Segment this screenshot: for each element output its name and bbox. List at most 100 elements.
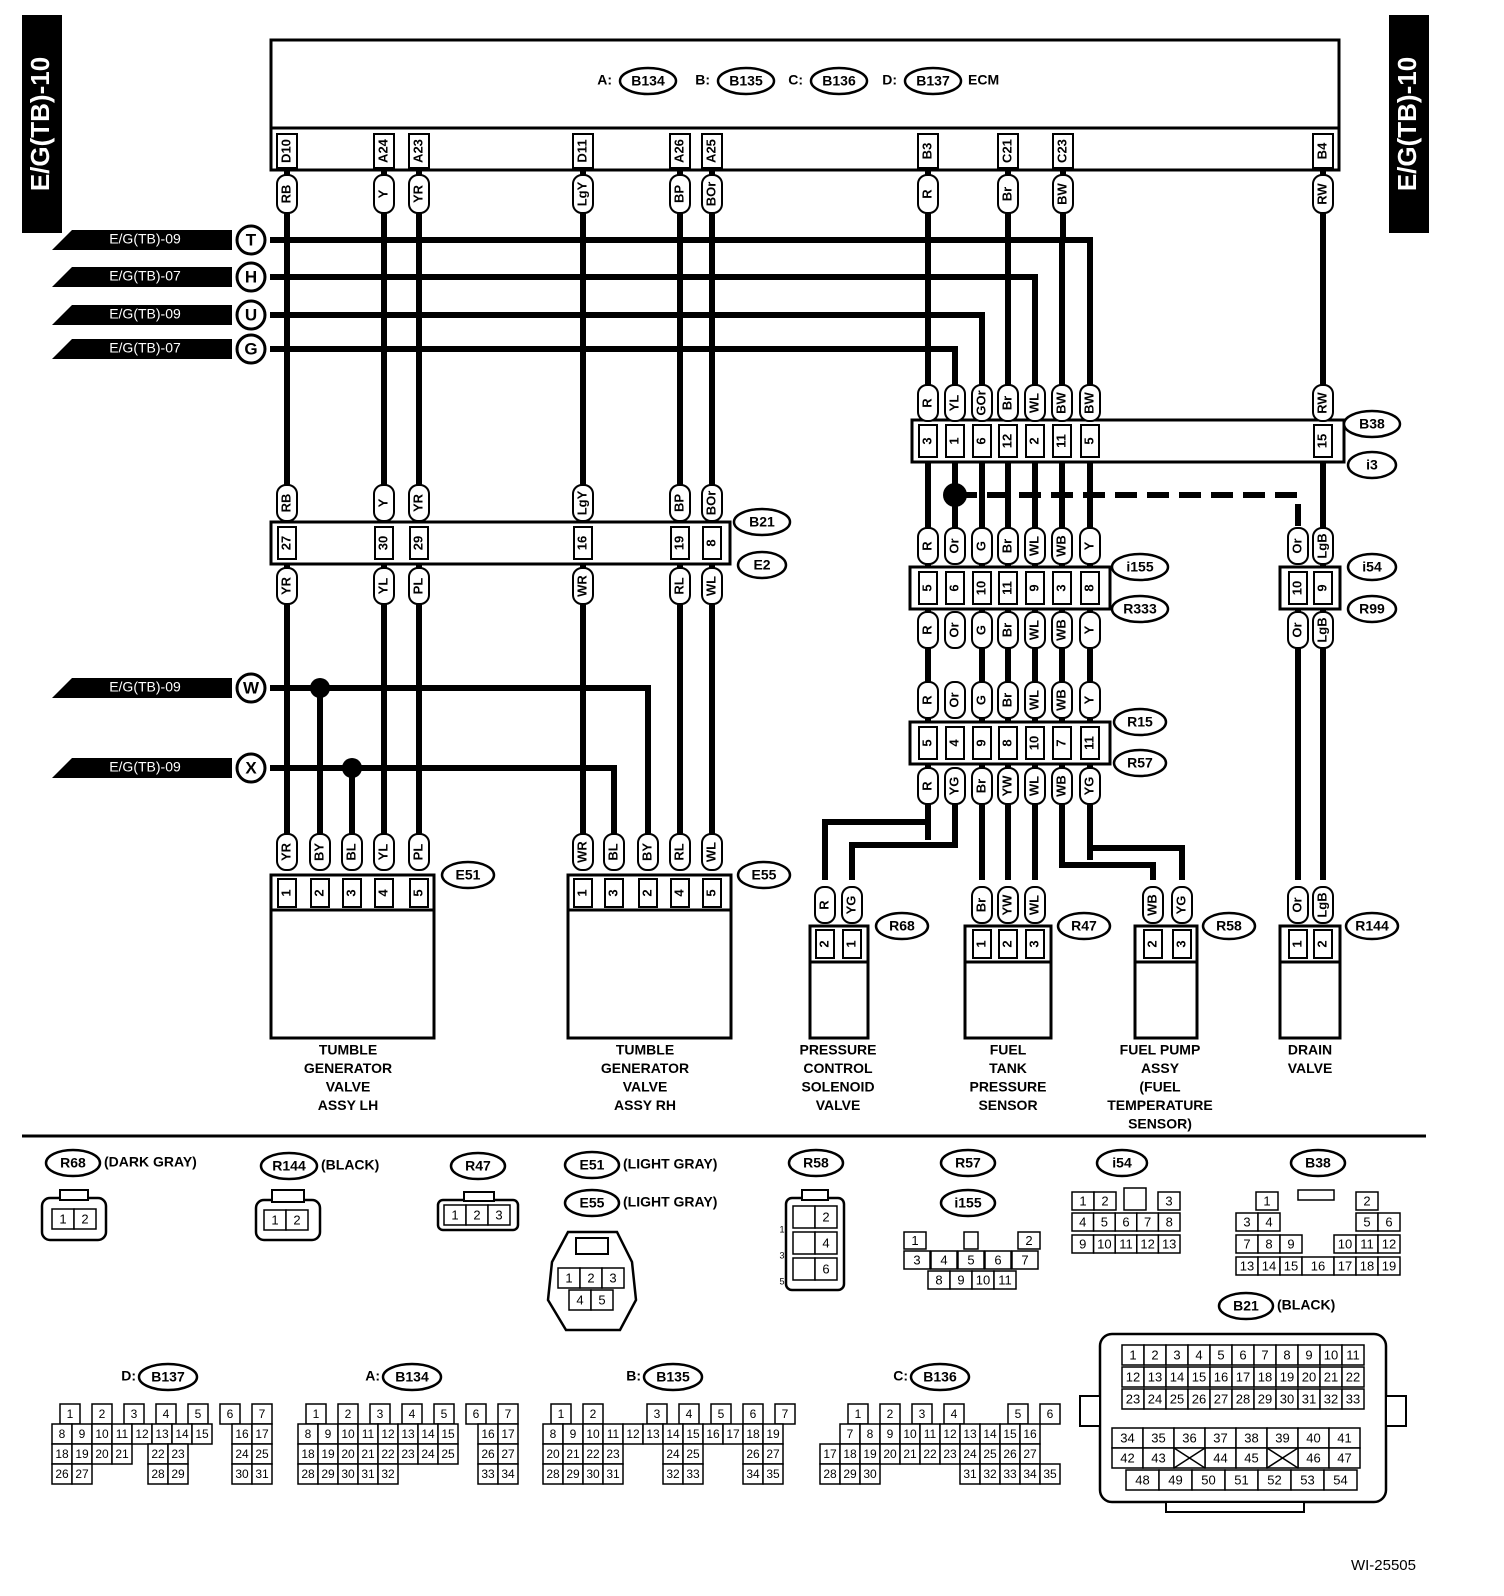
wire-color-text: BW xyxy=(1053,391,1068,413)
wire-color-tag: YL xyxy=(373,567,395,605)
wire-color-text: BP xyxy=(671,494,686,512)
tag-outline xyxy=(1312,527,1334,565)
ecm-connector-B134: B134 xyxy=(618,66,678,96)
ecm-pin-number: C23 xyxy=(1054,139,1069,163)
wire-color-text: Br xyxy=(999,396,1014,410)
ecm-label: ECM xyxy=(968,72,999,88)
reference-circle xyxy=(235,299,267,331)
ecm-connector-B136: B136 xyxy=(809,66,869,96)
wire-color-text: YR xyxy=(410,493,425,512)
pin-cell-number: 28 xyxy=(301,1467,315,1481)
ecm-pin-box xyxy=(701,133,723,169)
connector-id-text: R47 xyxy=(1071,918,1097,934)
wire-color-tag: YR xyxy=(408,174,430,214)
pin-cell-number: 21 xyxy=(361,1447,375,1461)
tag-outline xyxy=(997,681,1019,719)
pin-cell-number: 6 xyxy=(473,1407,480,1421)
pin-cell-number: 21 xyxy=(566,1447,580,1461)
pin-cell-number: 1 xyxy=(1263,1193,1270,1208)
badge-outline xyxy=(44,1148,102,1178)
wire-color-tag: G xyxy=(971,681,993,719)
pin-cell-number: 11 xyxy=(1119,1236,1133,1251)
wire-color-tag: R xyxy=(814,886,836,924)
pin-cell-number: 5 xyxy=(967,1252,974,1267)
pin-cell-number: 5 xyxy=(1363,1214,1370,1229)
reference-letter: W xyxy=(243,678,260,697)
pin-cell-number: 32 xyxy=(1324,1391,1338,1406)
reference-arrow xyxy=(52,230,232,250)
pin-cell-number: 32 xyxy=(983,1467,997,1481)
pin-box xyxy=(1052,424,1072,458)
wire-color-text: YR xyxy=(410,184,425,203)
pin-box xyxy=(842,929,862,959)
wire-color-tag: Or xyxy=(1287,886,1309,924)
wire-color-text: LgB xyxy=(1314,617,1329,642)
wire-color-text: BW xyxy=(1081,391,1096,413)
pin-cell-number: 12 xyxy=(1140,1236,1154,1251)
pin-number: 1 xyxy=(278,889,293,896)
pin-cell-number: 22 xyxy=(381,1447,395,1461)
component-name: TEMPERATURE xyxy=(1107,1097,1213,1113)
pin-cell-number: 2 xyxy=(822,1209,829,1224)
tag-outline xyxy=(1024,527,1046,565)
pin-number: 1 xyxy=(574,889,589,896)
ecm-pin-box xyxy=(997,133,1019,169)
pin-cell-number: 52 xyxy=(1267,1472,1281,1487)
pin-box xyxy=(702,526,722,560)
ecm-pin-box xyxy=(572,133,594,169)
pin-cell-number: 31 xyxy=(963,1467,977,1481)
wire-color-text: Br xyxy=(973,898,988,912)
pin-cell-number: 34 xyxy=(1023,1467,1037,1481)
pin-box xyxy=(670,878,690,908)
pin-number: 29 xyxy=(410,536,425,550)
pin-cell xyxy=(1341,1388,1365,1410)
component-name: PRESSURE xyxy=(799,1042,876,1058)
connector-color: (BLACK) xyxy=(321,1157,379,1173)
pin-cell-number: 50 xyxy=(1201,1472,1215,1487)
pin-cell-number: 14 xyxy=(421,1427,435,1441)
wire-color-tag: BW xyxy=(1052,174,1074,214)
pin-number: 9 xyxy=(1026,584,1041,591)
wire-color-tag: WL xyxy=(1024,384,1046,422)
badge-outline xyxy=(563,1188,621,1218)
pin-cell xyxy=(1279,1234,1303,1254)
pin-cell-number: 2 xyxy=(345,1407,352,1421)
wire-color-tag: BY xyxy=(309,833,331,871)
ecm-pin-number: B4 xyxy=(1314,142,1329,159)
pin-cell xyxy=(487,1204,511,1226)
wire-color-tag: WB xyxy=(1051,527,1073,565)
pin-cell-number: 17 xyxy=(1236,1369,1250,1384)
wire-color-text: WL xyxy=(1026,393,1041,413)
pin-cell-number: 8 xyxy=(305,1427,312,1441)
pin-cell-number: 31 xyxy=(606,1467,620,1481)
pin-cell-number: 28 xyxy=(823,1467,837,1481)
wire-color-tag: BP xyxy=(669,174,691,214)
ecm-connector-prefix: A: xyxy=(597,72,612,88)
pin-cell-number: 33 xyxy=(1003,1467,1017,1481)
wire xyxy=(822,804,931,880)
badge-outline xyxy=(440,860,496,890)
pin-cell-number: 35 xyxy=(1043,1467,1057,1481)
badge-outline xyxy=(449,1151,507,1181)
pin-cell-number: 2 xyxy=(1101,1193,1108,1208)
pin-cell xyxy=(682,1463,704,1485)
tag-outline xyxy=(373,833,395,871)
pin-cell-number: 11 xyxy=(1346,1347,1360,1362)
tag-outline xyxy=(408,833,430,871)
connector-id-text: R58 xyxy=(1216,918,1242,934)
pin-cell-number: 19 xyxy=(1280,1369,1294,1384)
pin-cell-number: 1 xyxy=(911,1233,918,1248)
pin-cell-number: 24 xyxy=(235,1447,249,1461)
wire-color-text: Br xyxy=(973,779,988,793)
pin-cell-number: 6 xyxy=(994,1252,1001,1267)
pin-number: 12 xyxy=(999,434,1014,448)
tag-outline xyxy=(944,681,966,719)
wire-color-text: R xyxy=(816,900,831,910)
pin-box xyxy=(1052,571,1072,605)
pin-cell-number: 18 xyxy=(1258,1369,1272,1384)
connector-prefix: A: xyxy=(365,1368,380,1384)
pin-cell-number: 26 xyxy=(1192,1391,1206,1406)
